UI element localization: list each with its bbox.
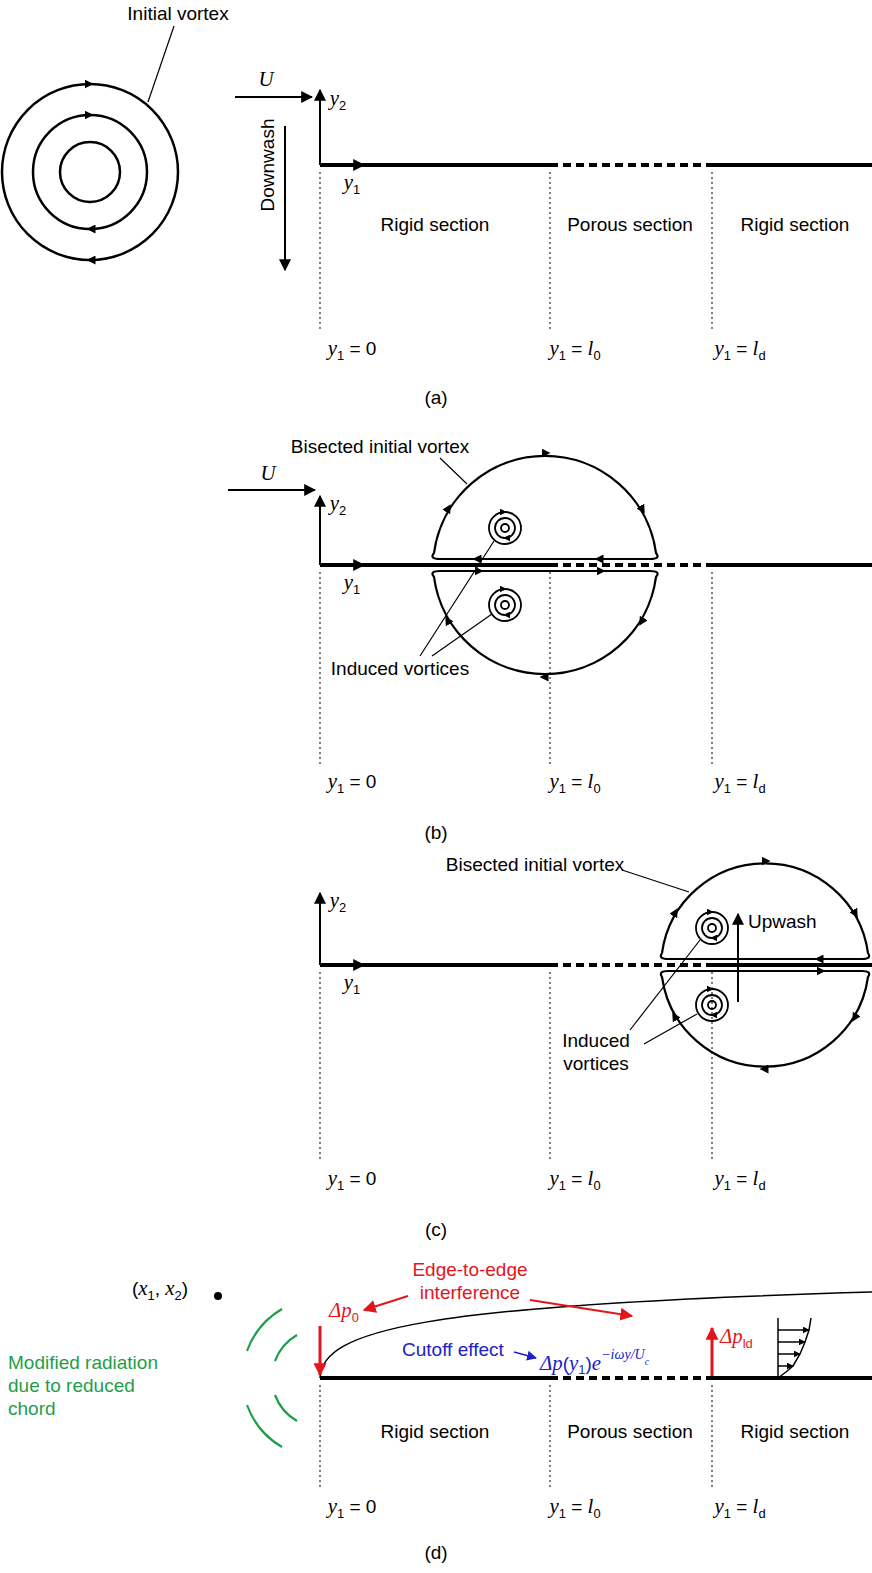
panel-label: (d)	[424, 1542, 447, 1565]
panel-d	[214, 1292, 872, 1490]
position-label: y1 = l0	[549, 1494, 600, 1521]
section-label: Rigid section	[741, 214, 850, 237]
effect-label: Cutoff effect	[402, 1339, 504, 1362]
vortex-label: Bisected initial vortex	[291, 436, 469, 459]
section-label: Rigid section	[381, 1421, 490, 1444]
velocity-symbol: U	[260, 461, 275, 486]
formula-label: Δp(y1)e−iωy/Uc	[540, 1346, 649, 1378]
effect-label: Edge-to-edge interference	[404, 1259, 536, 1305]
vortex-label: Induced vortices	[554, 1030, 638, 1076]
position-label: y1 = ld	[714, 1166, 765, 1193]
position-label: y1 = l0	[549, 336, 600, 363]
section-label: Rigid section	[381, 214, 490, 237]
downwash-label: Downwash	[257, 119, 280, 212]
panel-a	[2, 26, 872, 332]
panel-b	[228, 453, 872, 764]
axis-label: y2	[330, 491, 346, 518]
velocity-symbol: U	[258, 67, 273, 92]
position-label: y1 = 0	[328, 1166, 377, 1193]
section-label: Porous section	[567, 1421, 693, 1444]
upwash-label: Upwash	[748, 911, 817, 934]
vortex-label: Initial vortex	[127, 3, 228, 26]
position-label: y1 = ld	[714, 336, 765, 363]
panel-label: (b)	[424, 822, 447, 845]
pressure-label: Δpld	[720, 1324, 753, 1351]
panel-label: (c)	[425, 1219, 447, 1242]
axis-label: y1	[344, 970, 360, 997]
pressure-label: Δp0	[329, 1298, 359, 1325]
position-label: y1 = 0	[328, 336, 377, 363]
axis-label: y2	[330, 86, 346, 113]
position-label: y1 = ld	[714, 769, 765, 796]
position-label: y1 = 0	[328, 1494, 377, 1521]
vortex-label: Induced vortices	[331, 658, 469, 681]
panel-label: (a)	[424, 387, 447, 410]
panel-c	[320, 861, 872, 1160]
axis-label: y2	[330, 888, 346, 915]
vortex-label: Bisected initial vortex	[446, 854, 624, 877]
section-label: Porous section	[567, 214, 693, 237]
position-label: y1 = 0	[328, 769, 377, 796]
section-label: Rigid section	[741, 1421, 850, 1444]
position-label: y1 = l0	[549, 1166, 600, 1193]
position-label: y1 = ld	[714, 1494, 765, 1521]
axis-label: y1	[344, 570, 360, 597]
position-label: y1 = l0	[549, 769, 600, 796]
effect-label: Modified radiation due to reduced chord	[8, 1352, 176, 1420]
observer-label: (x1, x2)	[132, 1276, 188, 1303]
axis-label: y1	[344, 170, 360, 197]
